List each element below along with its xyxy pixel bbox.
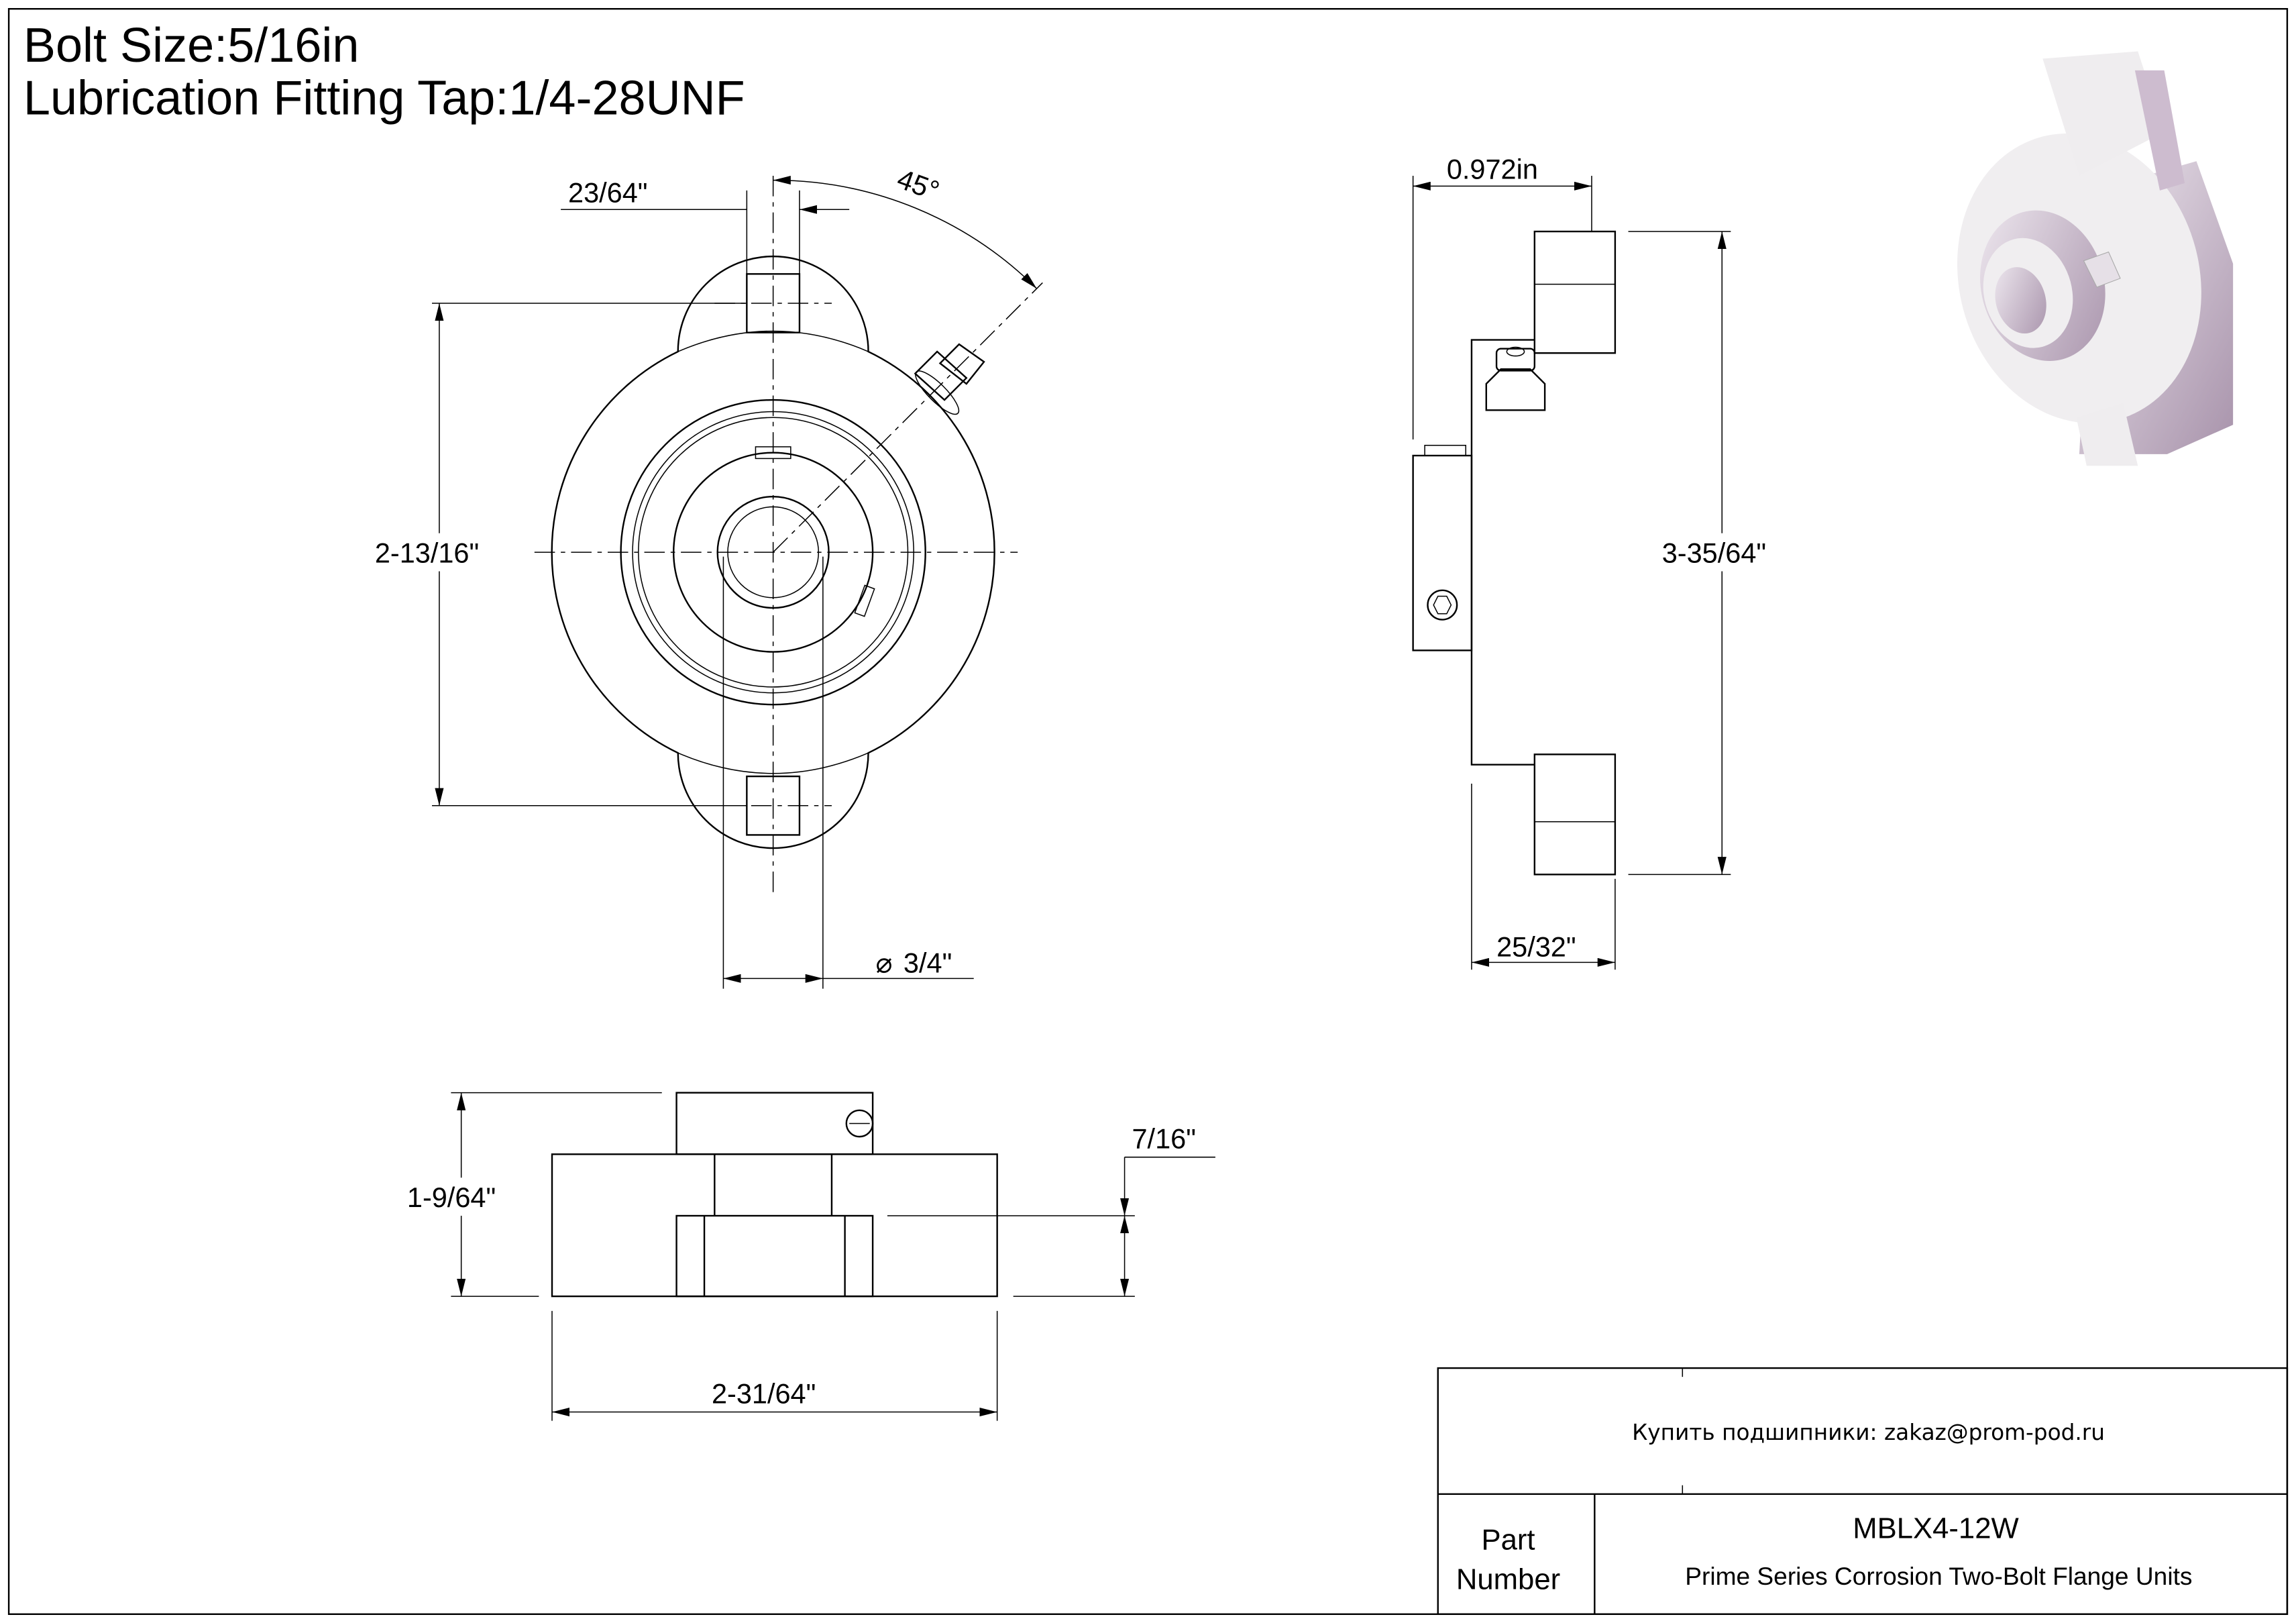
overall-height-dim: 3-35/64" [1662,537,1766,568]
overall-width-dim: 0.972in [1447,153,1538,185]
height-dim: 1-9/64" [407,1182,496,1213]
side-grease-fitting [1485,346,1546,411]
bore-diameter-dim: 3/4" [904,947,952,979]
flange-thickness-dim: 7/16" [1132,1123,1195,1155]
bottom-view: 1-9/64" 7/16" 2-31/64" [395,1092,1215,1421]
front-view: 23/64" 45° 2-13/16" ⌀ 3/4" [366,162,1043,989]
bolt-hole-width-dim: 23/64" [568,176,648,208]
contact-text: Купить подшипники: zakaz@prom-pod.ru [1632,1420,2105,1445]
part-number: MBLX4-12W [1853,1512,2019,1545]
isometric-render [1957,51,2234,466]
title-block: Купить подшипники: zakaz@prom-pod.ru Par… [1437,1367,2289,1616]
sheet-border [7,7,2289,1616]
flange-to-face-dim: 25/32" [1496,931,1576,963]
bore-diameter-symbol: ⌀ [875,947,892,979]
fitting-angle-dim: 45° [893,162,944,207]
bolt-spacing-dim: 2-13/16" [375,537,479,568]
part-label-line2: Number [1456,1563,1560,1596]
part-description: Prime Series Corrosion Two-Bolt Flange U… [1685,1562,2192,1590]
side-view: 0.972in 3-35/64" 25/32" [1412,153,1787,970]
grease-fitting [914,343,985,415]
bolt-size-label: Bolt Size:5/16in [23,19,360,72]
lubrication-label: Lubrication Fitting Tap:1/4-28UNF [23,71,745,125]
width-dim: 2-31/64" [712,1377,816,1409]
part-label-line1: Part [1481,1524,1535,1557]
